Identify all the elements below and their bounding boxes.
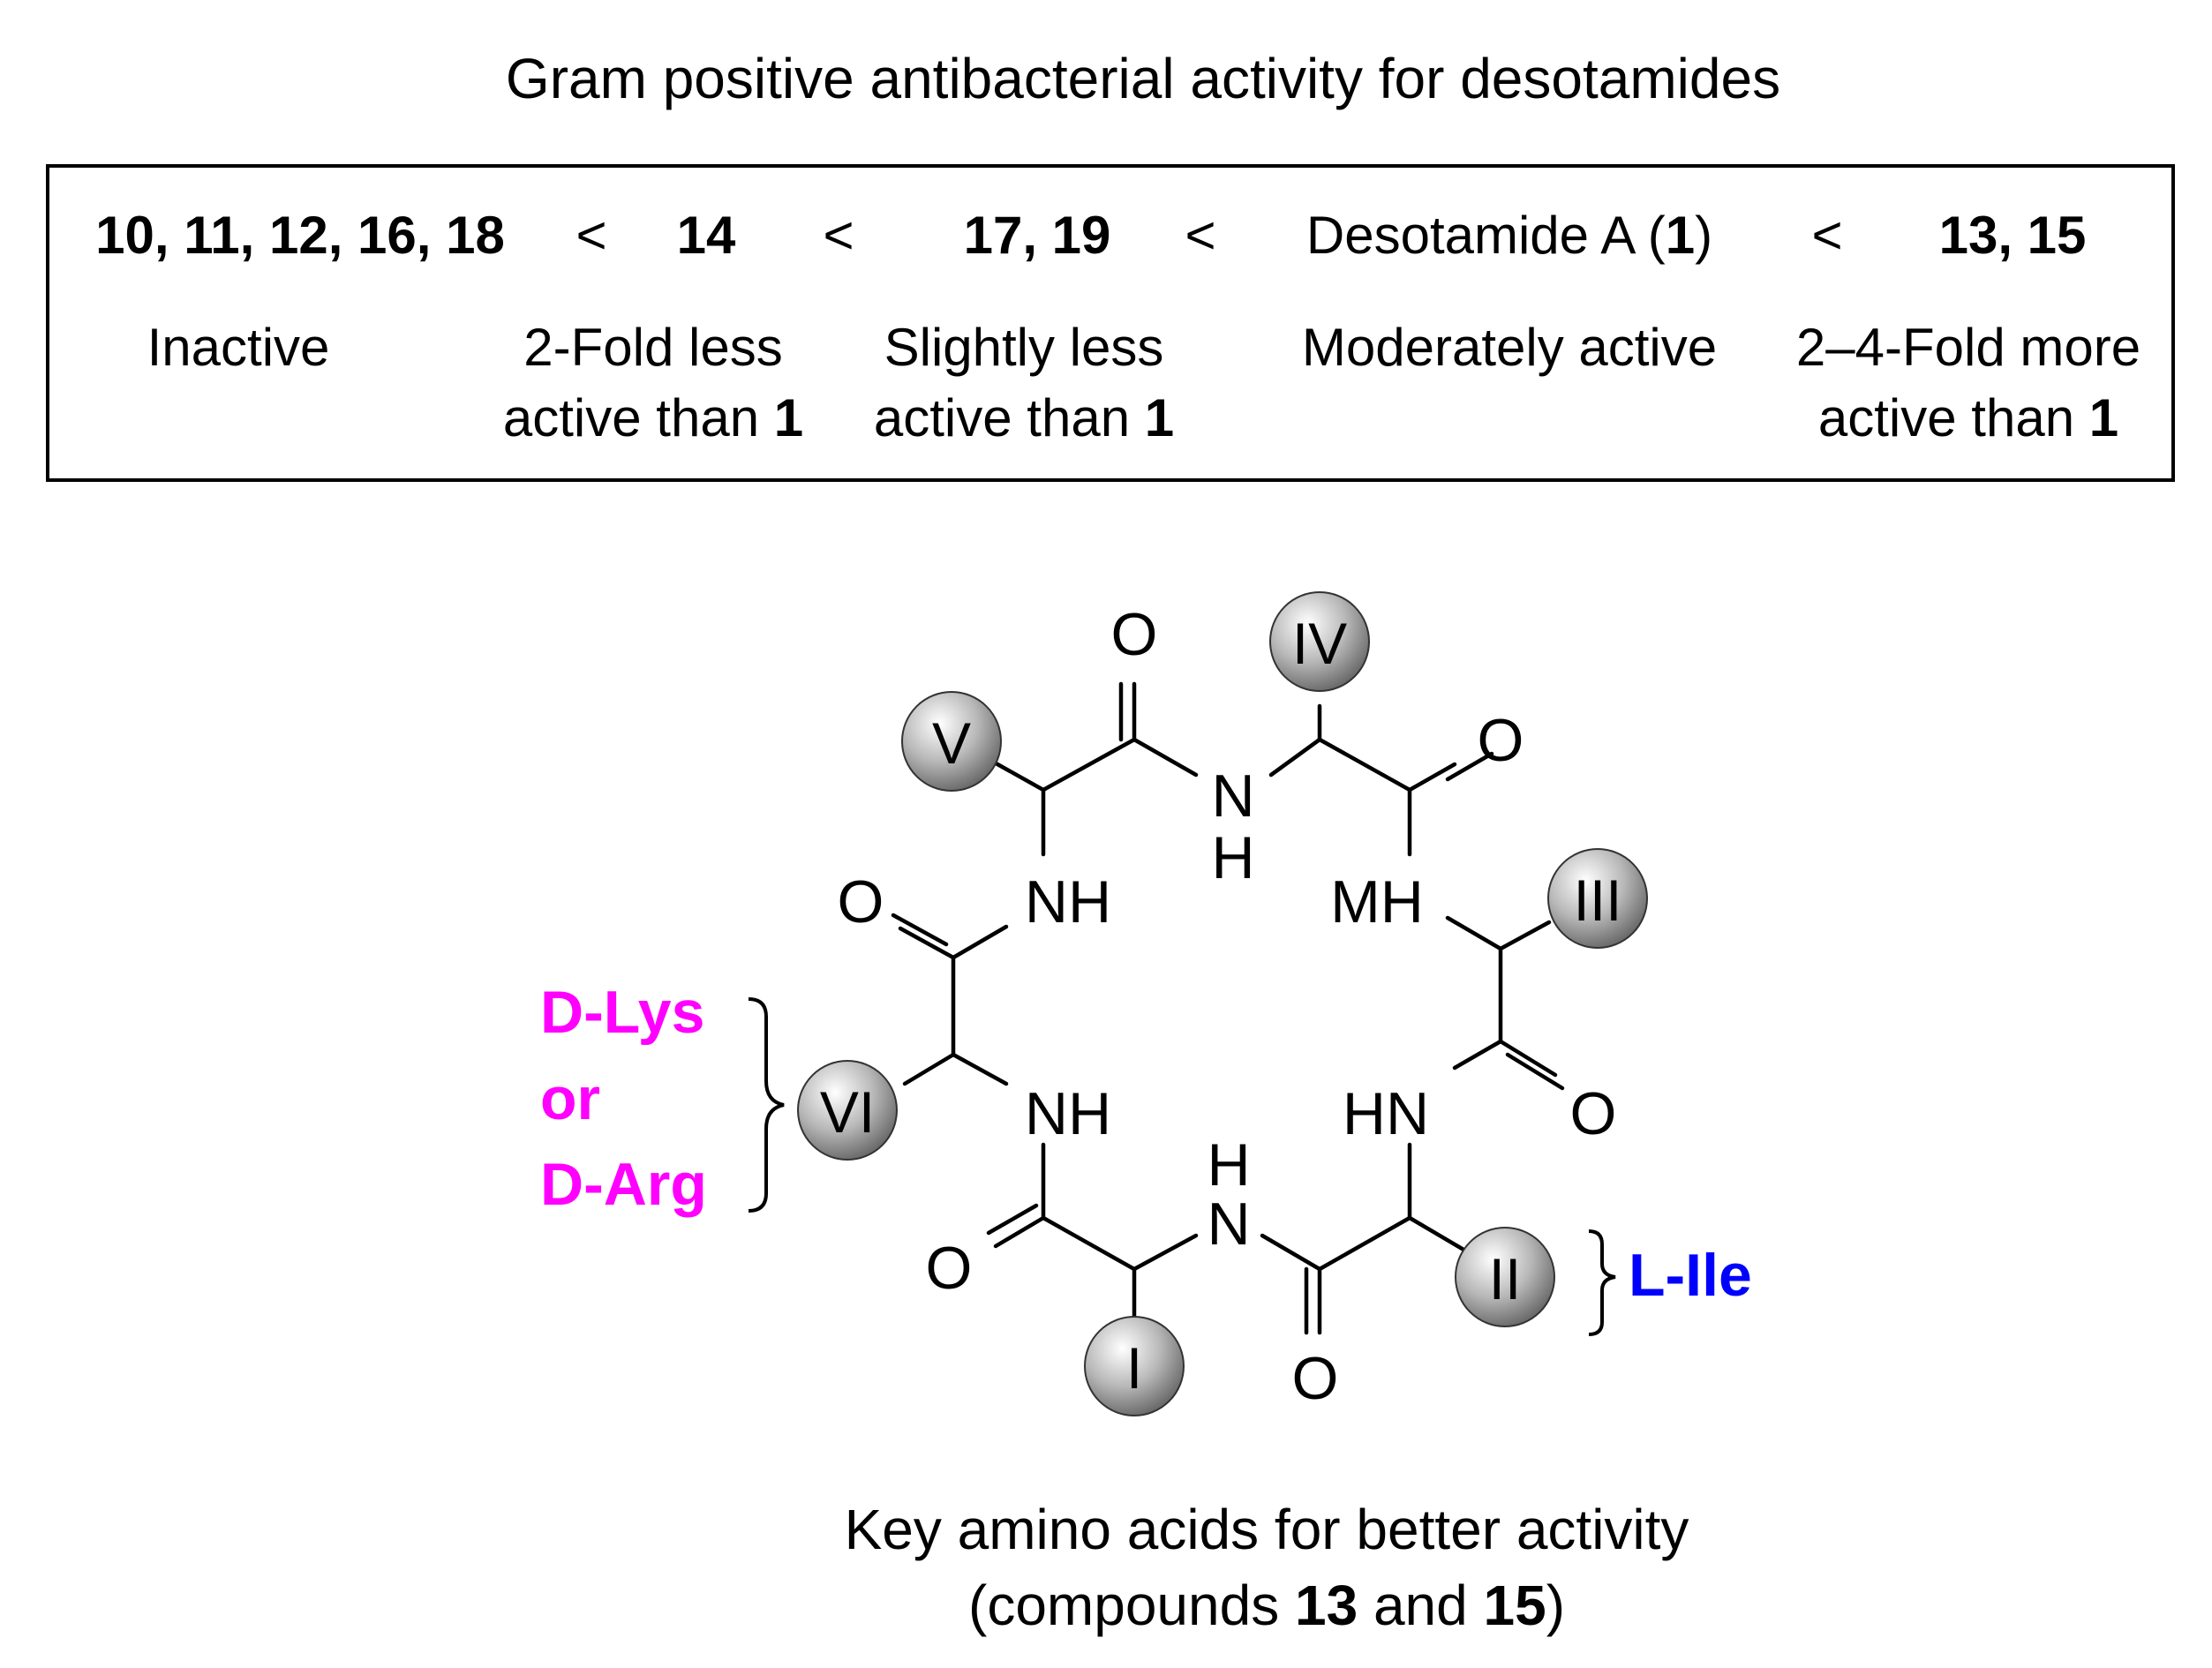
residue-ball-vi: VI [797,1060,898,1161]
less-than-separator: < [1185,206,1216,265]
atom-o-top-right: O [1478,707,1524,774]
atom-o-bottom: O [1292,1345,1339,1412]
group-2fold-less-compounds: 14 [676,206,736,265]
atom-mh: MH [1330,868,1424,935]
group-desotamide-a-compound: Desotamide A (1) [1305,206,1713,265]
group-slightly-less-compounds: 17, 19 [963,206,1111,265]
svg-text:III: III [1573,868,1621,933]
caption-line2: (compounds 13 and 15) [968,1574,1565,1637]
less-than-separator: < [1811,206,1843,265]
residue-ball-i: I [1084,1316,1185,1416]
less-than-separator: < [576,206,607,265]
left-brace [748,997,785,1213]
svg-text:I: I [1126,1335,1142,1401]
atom-nh-lower-left: NH [1025,1080,1111,1147]
atom-n-top: N [1211,763,1254,830]
svg-text:IV: IV [1292,611,1347,676]
atom-hn: HN [1343,1080,1429,1147]
atom-h-top: H [1211,824,1254,891]
svg-text:II: II [1489,1246,1522,1311]
figure-title: Gram positive antibacterial activity for… [505,47,1781,110]
group-more-active-compounds: 13, 15 [1938,206,2087,265]
svg-text:VI: VI [820,1079,875,1145]
atom-n-bottom: N [1207,1191,1250,1258]
activity-moderate: Moderately active [1301,318,1718,377]
less-than-separator: < [823,206,854,265]
atom-o-bottom-left: O [926,1235,973,1302]
activity-inactive: Inactive [147,318,330,377]
group-inactive-compounds: 10, 11, 12, 16, 18 [95,206,505,265]
annotation-d-lys: D-Lys [540,979,704,1046]
atom-h-bottom: H [1207,1131,1250,1198]
atom-nh-left: NH [1025,868,1111,935]
residue-ball-ii: II [1455,1227,1555,1327]
annotation-left: D-Lys or D-Arg [540,979,707,1218]
annotation-or: or [540,1065,600,1132]
caption-line1: Key amino acids for better activity [844,1498,1689,1561]
residue-ball-iii: III [1547,848,1648,949]
structure-bonds [891,681,1565,1335]
svg-text:V: V [932,710,971,776]
annotation-l-ile: L-Ile [1629,1242,1752,1309]
annotation-d-arg: D-Arg [540,1151,707,1218]
figure-caption: Key amino acids for better activity (com… [0,1491,2212,1643]
residue-ball-v: V [901,691,1002,792]
atom-o-top: O [1111,601,1158,668]
activity-ranking-box [46,164,2175,482]
atom-o-left: O [838,868,884,935]
right-brace [1588,1229,1616,1336]
atom-labels: O O N H O NH MH NH HN O H N O O [838,601,1617,1412]
residue-balls: IV V III VI II I [797,591,1648,1416]
residue-ball-iv: IV [1269,591,1370,692]
atom-o-right: O [1570,1080,1617,1147]
